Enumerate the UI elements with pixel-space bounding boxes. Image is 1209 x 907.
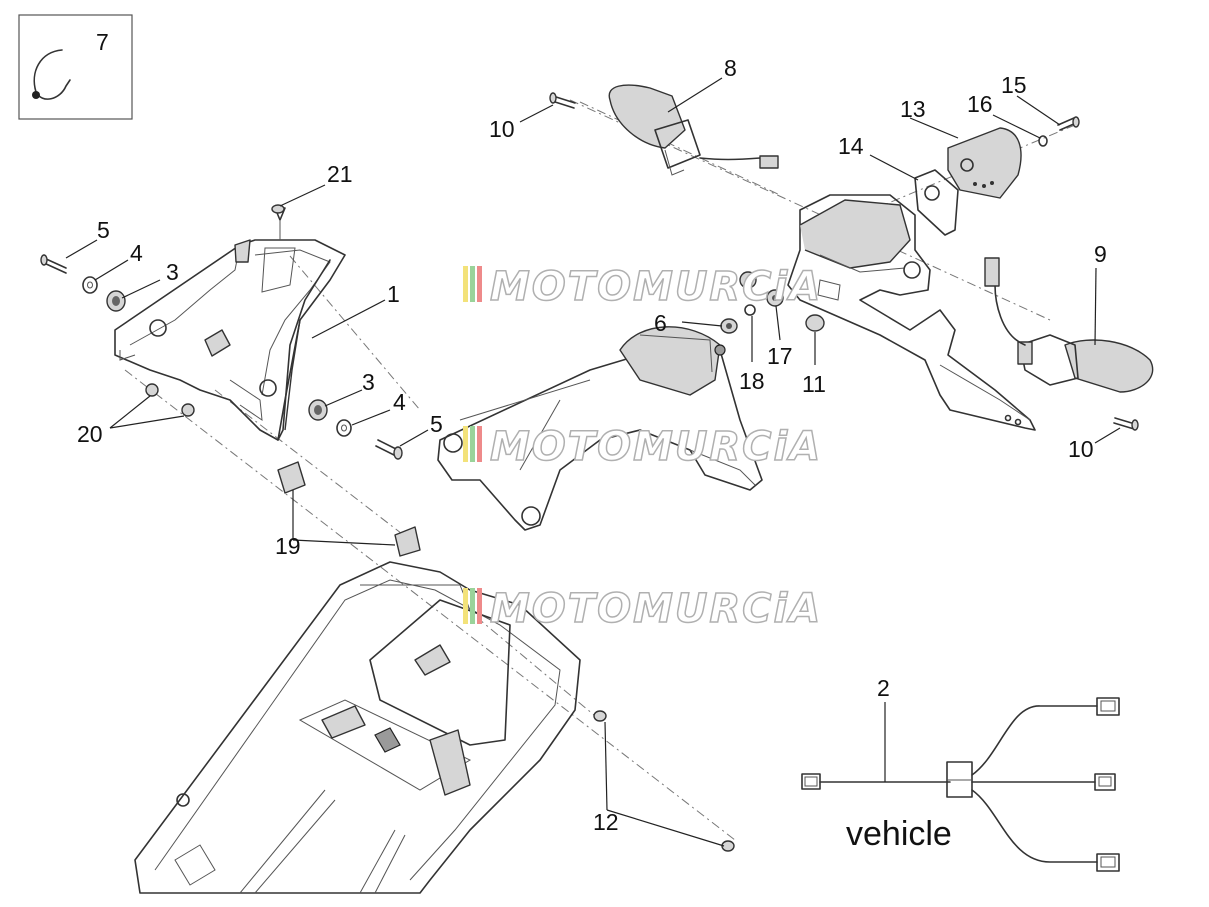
callout-4-top: 4 bbox=[130, 240, 143, 266]
callout-21: 21 bbox=[327, 161, 353, 187]
callout-20: 20 bbox=[77, 421, 103, 447]
watermark-text: MOTOMURCiA bbox=[490, 264, 822, 310]
legend-number: 7 bbox=[96, 29, 109, 55]
callout-10-top: 10 bbox=[489, 116, 515, 142]
leader-lines bbox=[65, 77, 1121, 847]
turn-indicator-8 bbox=[608, 84, 779, 176]
watermark-text: MOTOMURCiA bbox=[490, 424, 822, 470]
legend-box: 7 bbox=[18, 14, 133, 120]
mounting-plate-14 bbox=[914, 169, 959, 236]
callout-15: 15 bbox=[1001, 72, 1027, 98]
speed-clips bbox=[277, 461, 421, 557]
harness-label: vehicle bbox=[846, 815, 952, 853]
callout-9: 9 bbox=[1094, 241, 1107, 267]
callout-12: 12 bbox=[593, 809, 619, 835]
callout-4-bottom: 4 bbox=[393, 389, 406, 415]
callout-5-top: 5 bbox=[97, 217, 110, 243]
clamp-tip-icon bbox=[32, 91, 40, 99]
callout-3-top: 3 bbox=[166, 259, 179, 285]
tail-light-housing bbox=[114, 239, 346, 441]
cover-13 bbox=[947, 127, 1022, 199]
callout-2: 2 bbox=[877, 675, 890, 701]
wiring-harness bbox=[801, 697, 1120, 872]
callout-11: 11 bbox=[802, 371, 826, 397]
watermark-bottom: MOTOMURCiA bbox=[463, 585, 822, 633]
screw-15-washer-16 bbox=[1038, 116, 1080, 147]
rear-undertray bbox=[134, 561, 581, 894]
watermark-middle: MOTOMURCiA bbox=[463, 423, 822, 471]
screws-12 bbox=[593, 710, 735, 852]
watermark-top: MOTOMURCiA bbox=[463, 263, 822, 311]
callout-3-bottom: 3 bbox=[362, 369, 375, 395]
callout-14: 14 bbox=[838, 133, 864, 159]
rear-light-support bbox=[787, 194, 1036, 431]
callout-18: 18 bbox=[739, 368, 765, 394]
license-plate-bracket bbox=[437, 326, 763, 531]
turn-indicator-9 bbox=[984, 257, 1154, 393]
callout-10-bottom: 10 bbox=[1068, 436, 1094, 462]
callout-13: 13 bbox=[900, 96, 926, 122]
watermark-text: MOTOMURCiA bbox=[490, 586, 822, 632]
middle-fasteners bbox=[720, 271, 825, 334]
callout-labels: 21 5 4 3 1 3 4 5 20 19 10 8 13 16 15 14 … bbox=[77, 55, 1107, 835]
callout-8: 8 bbox=[724, 55, 737, 81]
screws-10 bbox=[549, 92, 1139, 431]
callout-19: 19 bbox=[275, 533, 301, 559]
callout-1: 1 bbox=[387, 281, 400, 307]
assembly-axes bbox=[124, 99, 1076, 841]
callout-17: 17 bbox=[767, 343, 793, 369]
callout-5-bottom: 5 bbox=[430, 411, 443, 437]
callout-16: 16 bbox=[967, 91, 993, 117]
screw-21 bbox=[271, 204, 285, 214]
callout-6: 6 bbox=[654, 310, 667, 336]
